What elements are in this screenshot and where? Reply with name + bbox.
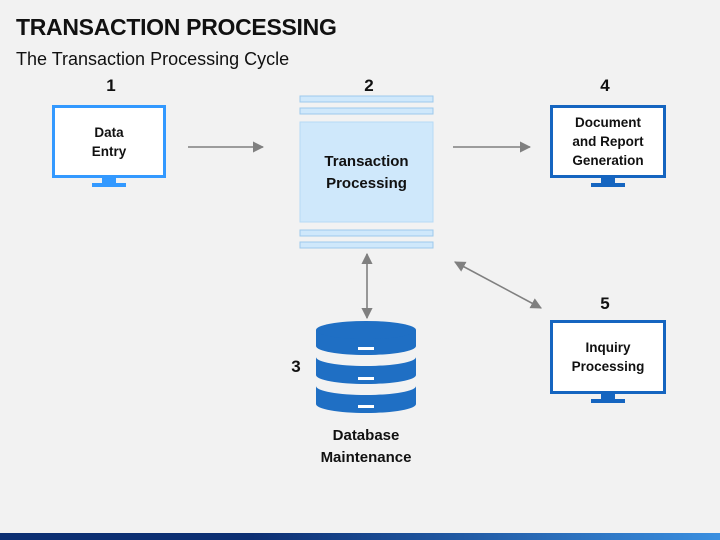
- data-entry-screen: Data Entry: [52, 105, 166, 178]
- document-report-label: Document and Report Generation: [572, 115, 644, 168]
- stack-strip-top-1: [299, 95, 434, 103]
- page-subtitle: The Transaction Processing Cycle: [16, 49, 290, 69]
- step-number-2: 2: [364, 76, 374, 95]
- stack-strip-bottom-1: [299, 229, 434, 237]
- monitor-stand-icon: [601, 394, 615, 399]
- monitor-base-icon: [591, 399, 625, 403]
- monitor-base-icon: [591, 183, 625, 187]
- page-title: TRANSACTION PROCESSING: [16, 14, 337, 40]
- document-report-monitor: Document and Report Generation: [550, 105, 666, 187]
- data-entry-label: Data Entry: [91, 124, 127, 159]
- inquiry-processing-label: Inquiry Processing: [571, 340, 645, 374]
- step-number-1: 1: [106, 76, 116, 95]
- stack-main-block: [299, 121, 434, 223]
- monitor-base-icon: [92, 183, 126, 187]
- stack-strip-bottom-2: [299, 241, 434, 249]
- arrow-transaction-inquiry: [454, 261, 542, 309]
- document-report-screen: Document and Report Generation: [550, 105, 666, 178]
- step-number-5: 5: [600, 294, 610, 313]
- monitor-stand-icon: [102, 178, 116, 183]
- footer-gradient-bar: [0, 533, 720, 540]
- database-icon: [316, 321, 416, 413]
- inquiry-processing-screen: Inquiry Processing: [550, 320, 666, 394]
- database-maintenance-label: Database Maintenance: [320, 427, 412, 466]
- step-number-3: 3: [291, 357, 301, 376]
- transaction-processing-label: Transaction Processing: [324, 153, 409, 192]
- inquiry-processing-monitor: Inquiry Processing: [550, 320, 666, 404]
- step-number-4: 4: [600, 76, 610, 95]
- transaction-processing-stack: [299, 95, 434, 249]
- monitor-stand-icon: [601, 178, 615, 183]
- data-entry-monitor: Data Entry: [52, 105, 166, 187]
- stack-strip-top-2: [299, 107, 434, 115]
